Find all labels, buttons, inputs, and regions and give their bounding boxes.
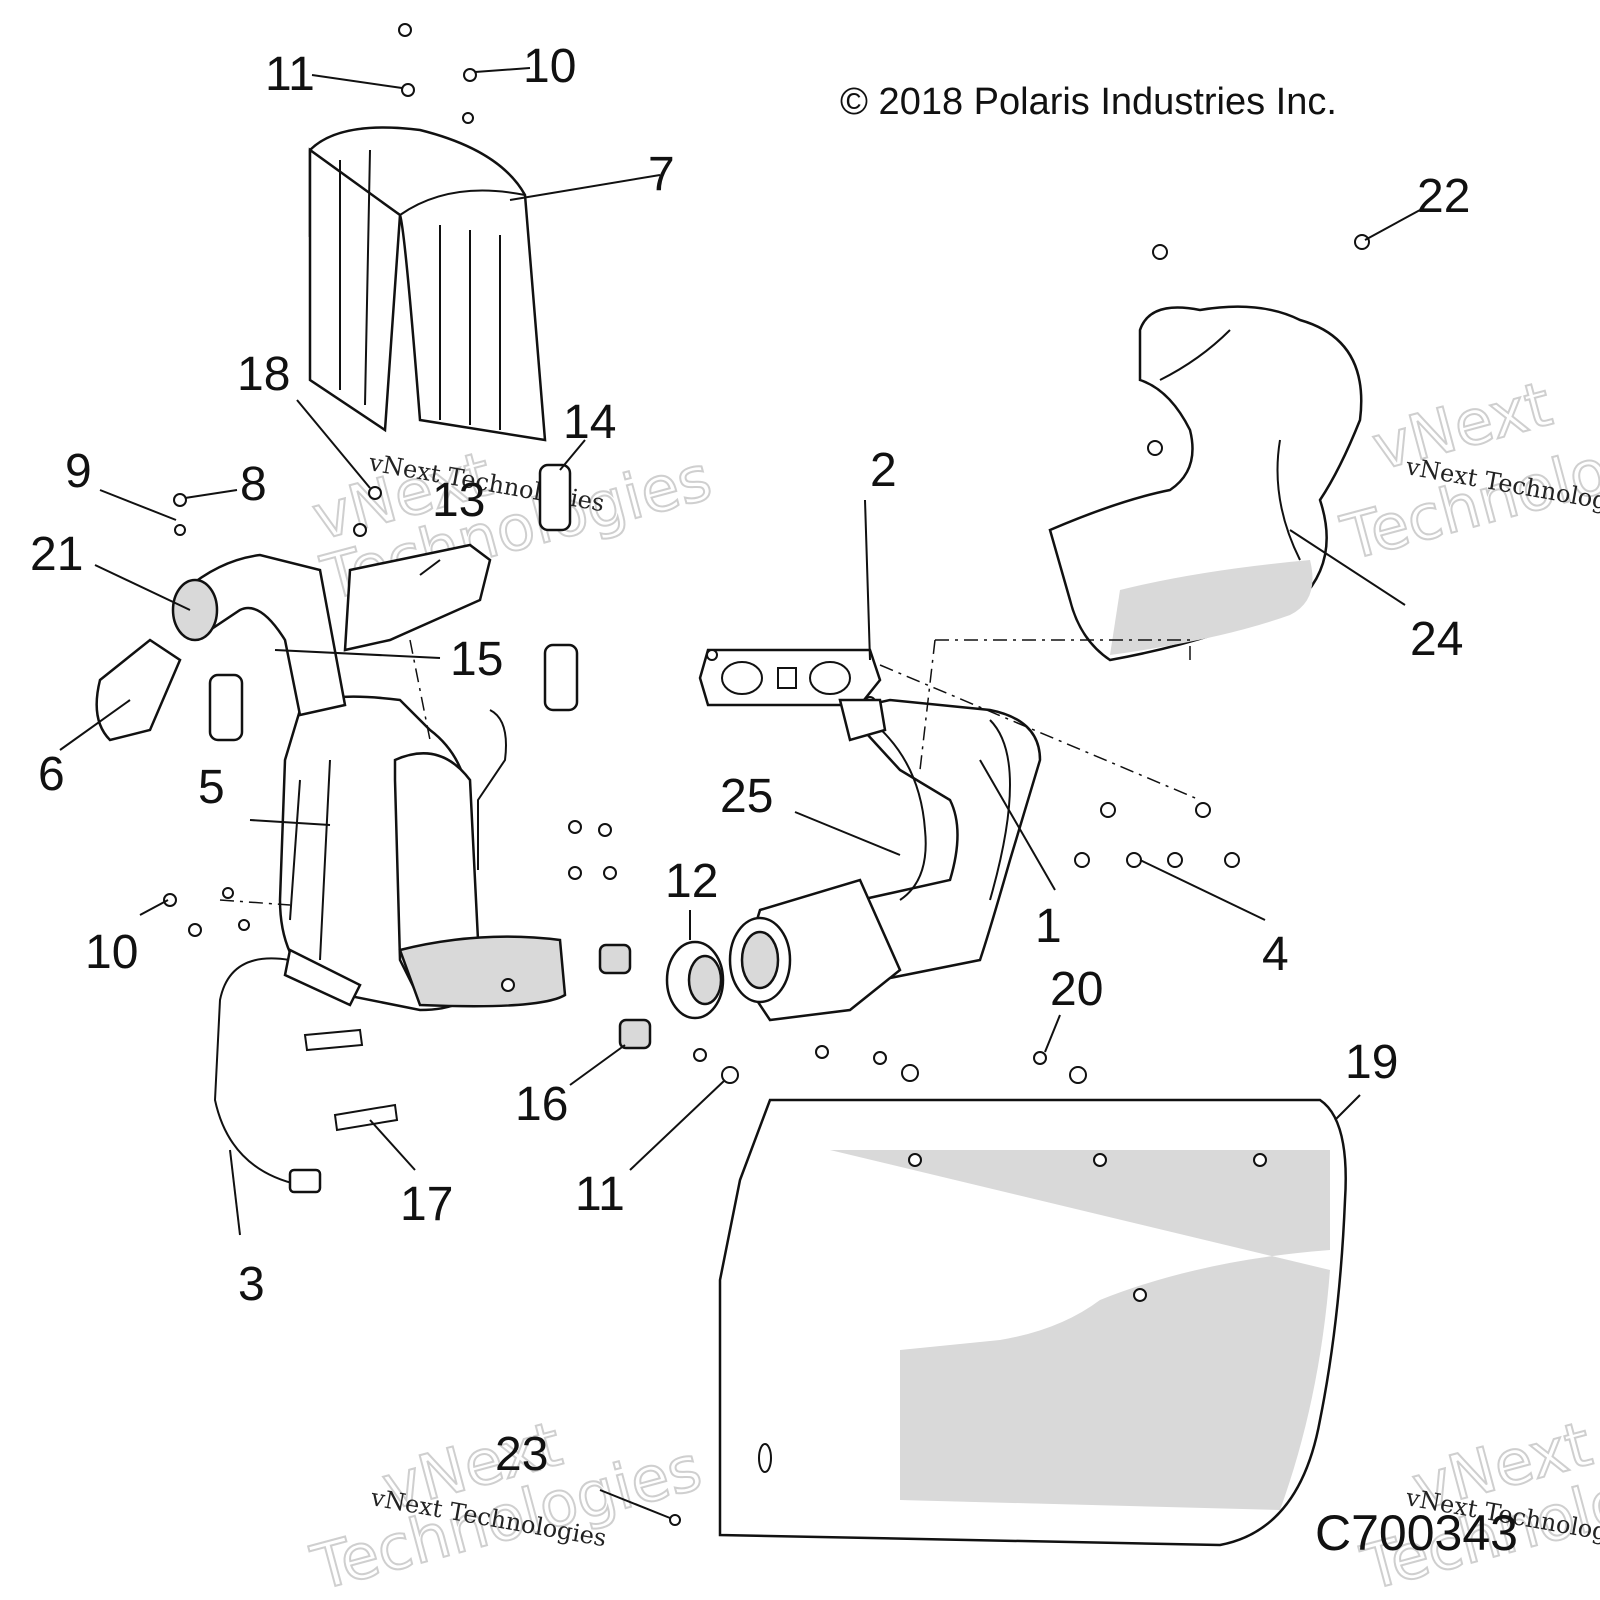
callout-3: 3 — [238, 1258, 265, 1311]
callout-11-top: 11 — [265, 48, 315, 101]
callout-17: 17 — [400, 1178, 453, 1231]
copyright-text: © 2018 Polaris Industries Inc. — [840, 81, 1337, 123]
callout-9: 9 — [65, 445, 92, 498]
callout-25: 25 — [720, 770, 773, 823]
callout-11-bottom: 11 — [575, 1168, 625, 1221]
callout-18: 18 — [237, 348, 290, 401]
callout-12: 12 — [665, 855, 718, 908]
callout-19: 19 — [1345, 1036, 1398, 1089]
assembly-lines — [219, 639, 1201, 906]
callout-7: 7 — [648, 148, 675, 201]
part-3-o2-sensor — [213, 948, 362, 1194]
part-21-outlet-pipe — [171, 553, 347, 717]
part-2-gasket — [698, 648, 882, 708]
part-12-gasket-ring — [665, 940, 725, 1020]
callout-20: 20 — [1050, 963, 1103, 1016]
part-13-bracket — [343, 543, 492, 652]
part-7-heat-shield — [308, 126, 547, 442]
callout-15: 15 — [450, 633, 503, 686]
part-6-tip — [95, 638, 182, 742]
callout-8: 8 — [240, 458, 267, 511]
callout-1: 1 — [1035, 900, 1062, 953]
callout-13: 13 — [432, 474, 485, 527]
part-22-clip-a — [1152, 244, 1168, 260]
callout-2: 2 — [870, 444, 897, 497]
part-5-muffler — [278, 695, 567, 1012]
part-15-rod — [477, 709, 507, 870]
callout-10-top: 10 — [523, 40, 576, 93]
part-14-isolators — [208, 463, 579, 742]
callout-6: 6 — [38, 748, 65, 801]
part-16-springs — [598, 943, 652, 1050]
callout-10-left: 10 — [85, 926, 138, 979]
part-22-clip-b — [1147, 440, 1163, 456]
callout-numbers: 11 10 7 22 18 14 9 8 21 13 15 2 24 6 5 2… — [30, 40, 1470, 1481]
watermark-group: vNext Technologies vNext Technologies vN… — [303, 366, 1600, 1600]
part-1-exhaust-header — [728, 698, 1042, 1022]
part-17-bolts — [303, 1028, 399, 1132]
part-19-lower-heat-shield — [718, 1098, 1347, 1547]
callout-21: 21 — [30, 528, 83, 581]
callout-24: 24 — [1410, 613, 1463, 666]
part-24-heat-shield — [1048, 234, 1370, 662]
callout-14: 14 — [563, 396, 616, 449]
drawing-id: C700343 — [1315, 1505, 1518, 1561]
callout-5: 5 — [198, 761, 225, 814]
callout-16: 16 — [515, 1078, 568, 1131]
callout-23: 23 — [495, 1428, 548, 1481]
part-22-clip-c — [1354, 234, 1370, 250]
callout-4: 4 — [1262, 928, 1289, 981]
leader-lines — [59, 67, 1421, 1519]
callout-22: 22 — [1417, 170, 1470, 223]
